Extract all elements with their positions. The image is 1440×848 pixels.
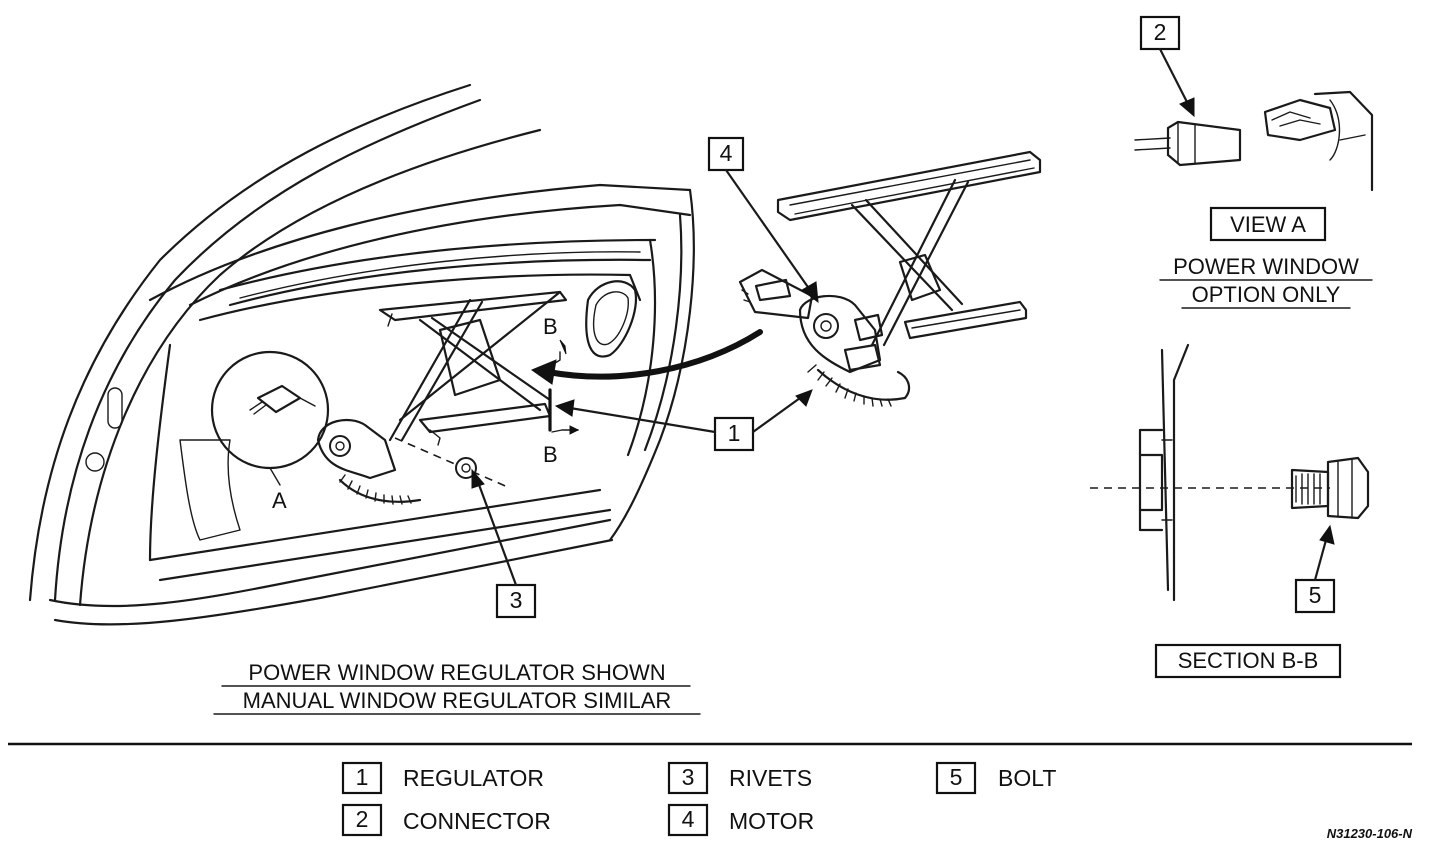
- legend-item: 1 REGULATOR: [341, 761, 544, 795]
- caption-line-1: POWER WINDOW REGULATOR SHOWN: [248, 660, 665, 685]
- svg-text:3: 3: [682, 764, 695, 790]
- legend-item: 2 CONNECTOR: [341, 803, 551, 837]
- view-a-letter: A: [272, 488, 287, 513]
- svg-text:3: 3: [510, 587, 523, 613]
- svg-text:RIVETS: RIVETS: [729, 765, 812, 791]
- view-a-detail: 2 VIEW A POWER WINDOW OPTION ONLY: [1134, 15, 1374, 309]
- svg-text:4: 4: [682, 806, 695, 832]
- view-a-note-1: POWER WINDOW: [1173, 254, 1359, 279]
- view-a-circle: A: [210, 350, 330, 513]
- figure-caption: POWER WINDOW REGULATOR SHOWN MANUAL WIND…: [213, 660, 701, 715]
- figure-code: N31230-106-N: [1327, 826, 1413, 841]
- regulator-exploded: [738, 150, 1042, 407]
- regulator-installed: [316, 290, 568, 505]
- svg-text:1: 1: [356, 764, 369, 790]
- legend-item: 5 BOLT: [935, 761, 1056, 795]
- svg-text:2: 2: [356, 806, 369, 832]
- svg-text:MOTOR: MOTOR: [729, 808, 814, 834]
- section-title: SECTION B-B: [1178, 648, 1319, 673]
- section-b-label-bottom: B: [543, 442, 558, 467]
- callout-1: 1: [554, 389, 813, 452]
- callout-4: 4: [707, 136, 819, 304]
- view-a-note-2: OPTION ONLY: [1192, 282, 1341, 307]
- callout-3: 3: [471, 468, 537, 619]
- svg-text:4: 4: [720, 140, 733, 166]
- svg-text:CONNECTOR: CONNECTOR: [403, 808, 551, 834]
- legend-item: 3 RIVETS: [667, 761, 812, 795]
- legend: 1 REGULATOR 2 CONNECTOR 3 RIVETS 4 MOTOR…: [341, 761, 1056, 837]
- svg-text:1: 1: [728, 420, 741, 446]
- section-b-marker: B B: [543, 314, 580, 467]
- section-b-label-top: B: [543, 314, 558, 339]
- caption-line-2: MANUAL WINDOW REGULATOR SIMILAR: [243, 688, 672, 713]
- callout-2: 2: [1154, 19, 1167, 45]
- callout-5: 5: [1309, 582, 1322, 608]
- section-b-b-detail: 5 SECTION B-B: [1090, 343, 1370, 679]
- legend-item: 4 MOTOR: [667, 803, 814, 837]
- svg-text:BOLT: BOLT: [998, 765, 1056, 791]
- view-a-title: VIEW A: [1230, 212, 1306, 237]
- svg-text:5: 5: [950, 764, 963, 790]
- door-panel: [28, 83, 695, 626]
- svg-text:REGULATOR: REGULATOR: [403, 765, 544, 791]
- install-arrow: [530, 329, 763, 385]
